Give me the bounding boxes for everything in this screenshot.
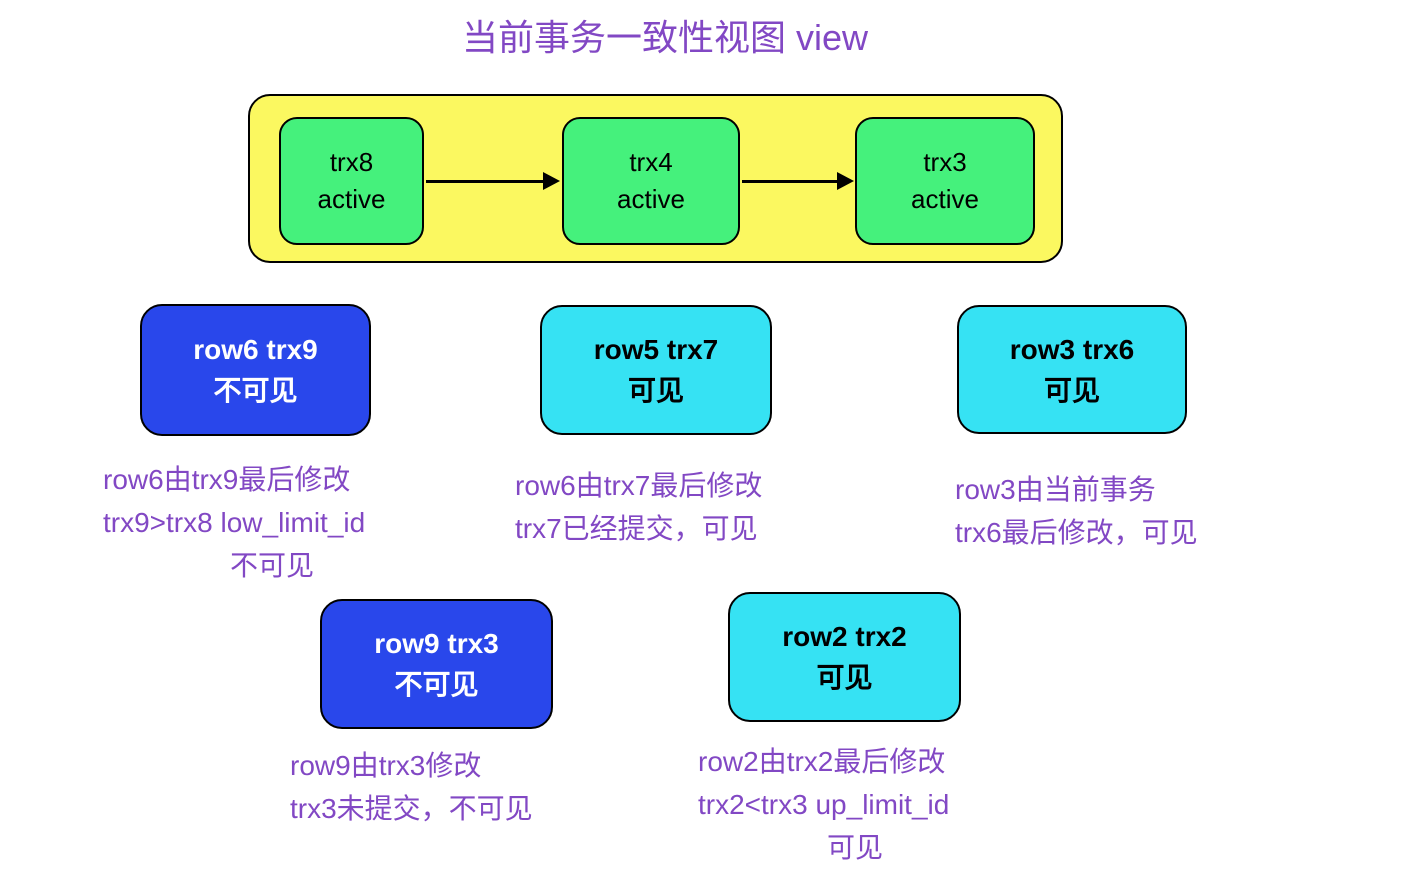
trx-node-status: active	[317, 184, 386, 214]
caption-line: trx3未提交，不可见	[290, 793, 533, 824]
caption-line: row2由trx2最后修改	[698, 746, 946, 777]
caption-line: row9由trx3修改	[290, 750, 482, 781]
row-card-visibility: 可见	[627, 375, 684, 406]
trx-node-id: trx3	[923, 147, 967, 177]
arrow-head-icon	[543, 172, 560, 190]
caption-row3-trx6: row3由当前事务 trx6最后修改，可见	[955, 468, 1265, 554]
row-card-row9-trx3: row9 trx3 不可见	[320, 599, 553, 729]
row-card-title: row2 trx2	[782, 621, 907, 652]
row-card-row2-trx2: row2 trx2 可见	[728, 592, 961, 722]
trx-node-status: active	[911, 184, 979, 214]
caption-row5-trx7: row6由trx7最后修改 trx7已经提交，可见	[515, 464, 825, 550]
active-trx-panel: trx8 active trx4 active trx3 active	[248, 94, 1063, 263]
caption-line: trx7已经提交，可见	[515, 513, 758, 544]
caption-row6-trx9: row6由trx9最后修改 trx9>trx8 low_limit_id 不可见	[103, 458, 441, 587]
caption-line: trx9>trx8 low_limit_id	[103, 507, 366, 538]
arrow-trx4-to-trx3	[742, 172, 854, 190]
row-card-title: row9 trx3	[374, 628, 499, 659]
trx-node-trx8: trx8 active	[279, 117, 424, 245]
trx-node-id: trx8	[329, 147, 374, 177]
arrow-head-icon	[837, 172, 854, 190]
trx-node-trx4: trx4 active	[562, 117, 740, 245]
row-card-row5-trx7: row5 trx7 可见	[540, 305, 772, 435]
row-card-visibility: 可见	[1043, 374, 1100, 406]
diagram-title: 当前事务一致性视图 view	[461, 17, 869, 58]
caption-line: row3由当前事务	[955, 474, 1156, 505]
row-card-visibility: 不可见	[394, 669, 479, 700]
trx-node-status: active	[617, 184, 685, 214]
caption-row9-trx3: row9由trx3修改 trx3未提交，不可见	[290, 744, 590, 830]
caption-line: trx2<trx3 up_limit_id	[698, 789, 950, 820]
caption-line: 可见	[826, 832, 883, 863]
row-card-title: row6 trx9	[193, 334, 318, 365]
caption-line: row6由trx7最后修改	[515, 470, 763, 501]
row-card-title: row3 trx6	[1009, 333, 1135, 365]
row-card-title: row5 trx7	[593, 334, 719, 365]
row-card-visibility: 不可见	[213, 375, 298, 406]
caption-line: trx6最后修改，可见	[955, 517, 1198, 548]
caption-line: row6由trx9最后修改	[103, 464, 351, 495]
arrow-shaft	[426, 180, 545, 183]
row-card-visibility: 可见	[816, 662, 873, 693]
caption-row2-trx2: row2由trx2最后修改 trx2<trx3 up_limit_id 可见	[698, 740, 1012, 869]
arrow-shaft	[742, 180, 839, 183]
trx-node-id: trx4	[629, 147, 673, 177]
arrow-trx8-to-trx4	[426, 172, 560, 190]
row-card-row3-trx6: row3 trx6 可见	[957, 305, 1187, 434]
trx-node-trx3: trx3 active	[855, 117, 1035, 245]
caption-line: 不可见	[229, 550, 314, 581]
row-card-row6-trx9: row6 trx9 不可见	[140, 304, 371, 436]
